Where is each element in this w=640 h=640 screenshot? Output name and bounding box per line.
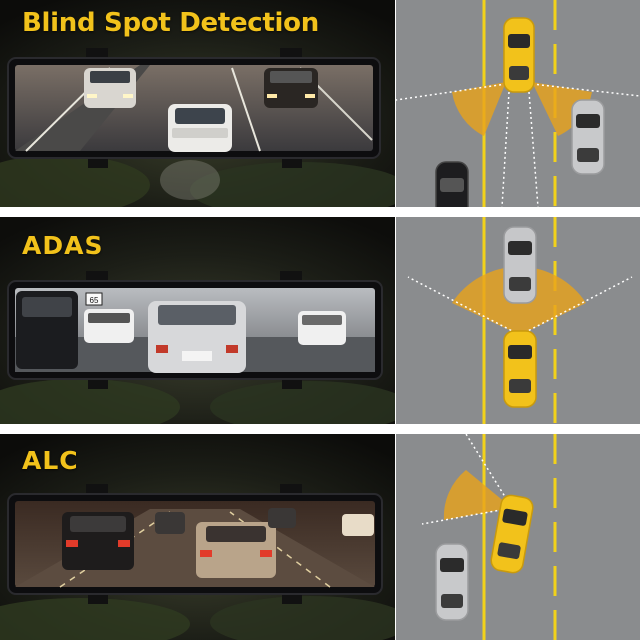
panel-title: ALC bbox=[22, 446, 79, 475]
sensor-zone-right bbox=[532, 82, 592, 136]
gray-car bbox=[435, 543, 469, 621]
speed-sign-text: 65 bbox=[90, 296, 99, 305]
diagram-adas bbox=[396, 217, 640, 424]
yellow-car bbox=[490, 494, 534, 574]
mirror-background bbox=[0, 434, 395, 640]
screen-car bbox=[168, 104, 232, 152]
gray-car bbox=[503, 226, 537, 304]
road-diagram bbox=[396, 217, 640, 424]
yellow-car bbox=[503, 17, 535, 93]
panel-title: ADAS bbox=[22, 231, 104, 260]
screen-suv bbox=[62, 512, 134, 570]
panel-title: Blind Spot Detection bbox=[22, 8, 319, 38]
yellow-car bbox=[503, 330, 537, 408]
panel-blind-spot-detection: Blind Spot Detection bbox=[0, 0, 640, 207]
mirror-background bbox=[0, 0, 395, 207]
road-diagram bbox=[396, 434, 640, 640]
speed-sign: 65 bbox=[85, 292, 103, 306]
mirror-background: 65 bbox=[0, 217, 395, 424]
screen-car bbox=[84, 68, 136, 108]
mirror-scene-blind-spot: Blind Spot Detection bbox=[0, 0, 395, 207]
mirror-scene-alc: ALC bbox=[0, 434, 395, 640]
screen-car bbox=[196, 522, 276, 578]
screen-car bbox=[264, 68, 318, 108]
black-car bbox=[435, 161, 469, 207]
mirror-scene-adas: 65 ADAS bbox=[0, 217, 395, 424]
gray-car bbox=[571, 99, 605, 175]
diagram-blind-spot bbox=[396, 0, 640, 207]
panel-alc: ALC bbox=[0, 434, 640, 640]
sensor-zone-side bbox=[443, 470, 512, 520]
panel-adas: 65 ADAS bbox=[0, 217, 640, 424]
diagram-alc bbox=[396, 434, 640, 640]
sensor-zone-left bbox=[452, 82, 506, 136]
road-diagram bbox=[396, 0, 640, 207]
